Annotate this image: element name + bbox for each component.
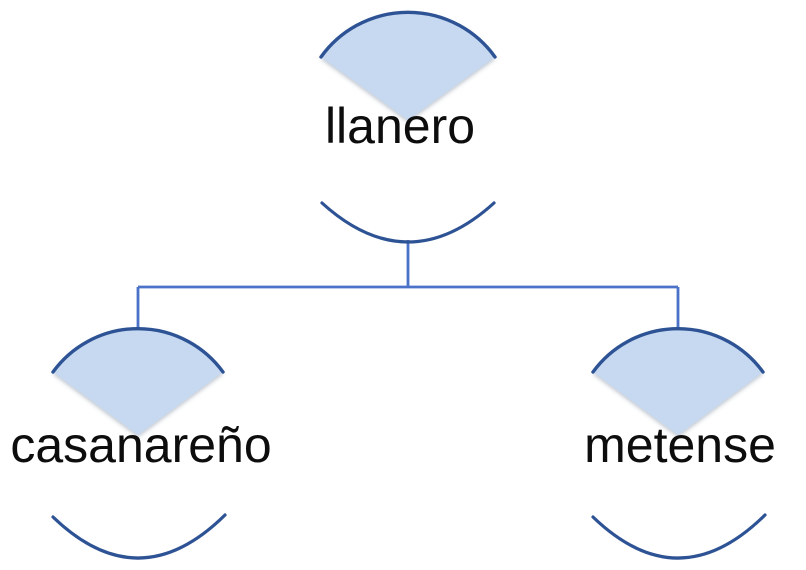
child-right-node-label: metense [584, 417, 776, 473]
child-left-lower-arc [51, 513, 227, 560]
child-node-left[interactable] [51, 326, 227, 560]
child-right-lower-arc [591, 513, 767, 560]
root-node-lower-arc [320, 201, 496, 244]
root-node-fan[interactable] [321, 12, 495, 121]
root-node-fan-arc [319, 10, 497, 59]
connector-group [136, 240, 680, 336]
child-right-fan[interactable] [593, 328, 763, 435]
child-node-right[interactable] [591, 326, 767, 560]
root-node[interactable] [319, 10, 497, 244]
child-left-fan[interactable] [53, 328, 223, 435]
root-node-label: llanero [324, 98, 476, 154]
child-left-node-label: casanareño [10, 417, 272, 473]
child-right-fan-arc [591, 326, 765, 374]
child-left-fan-arc [51, 326, 225, 374]
